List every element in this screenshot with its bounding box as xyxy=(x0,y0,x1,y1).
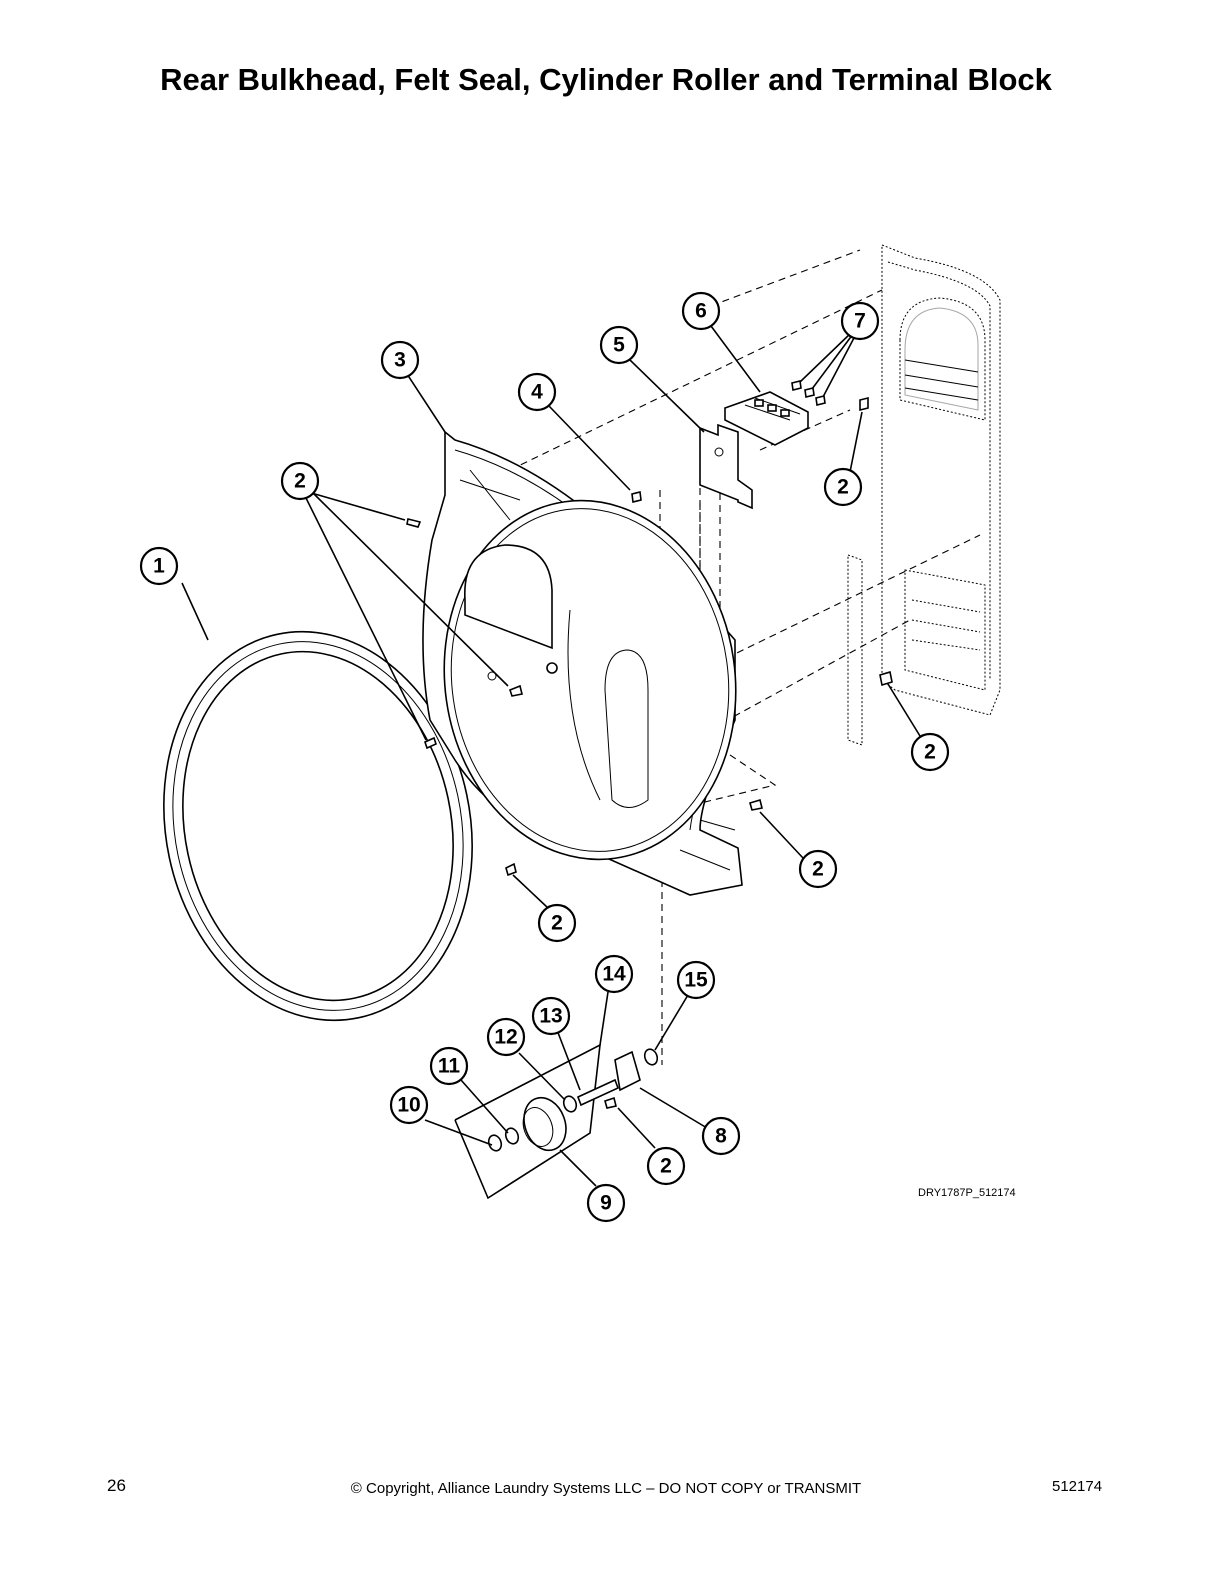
callout-1: 1 xyxy=(139,546,179,586)
callout-12: 12 xyxy=(486,1017,526,1057)
callout-14: 14 xyxy=(594,954,634,994)
rear-bulkhead xyxy=(422,430,743,896)
callout-2: 2 xyxy=(910,732,950,772)
svg-text:2: 2 xyxy=(551,912,563,935)
footer-page-number: 26 xyxy=(107,1476,126,1495)
svg-text:10: 10 xyxy=(397,1094,420,1117)
callout-4: 4 xyxy=(517,372,557,412)
callout-13: 13 xyxy=(531,996,571,1036)
svg-text:1: 1 xyxy=(153,555,165,578)
felt-seal xyxy=(163,630,473,1022)
footer-copyright: © Copyright, Alliance Laundry Systems LL… xyxy=(350,1480,862,1497)
footer-doc-number: 512174 xyxy=(1052,1478,1103,1495)
svg-text:5: 5 xyxy=(613,334,625,357)
callout-2: 2 xyxy=(280,461,320,501)
callout-8: 8 xyxy=(701,1116,741,1156)
svg-text:6: 6 xyxy=(695,300,707,323)
callout-2: 2 xyxy=(823,467,863,507)
callout-10: 10 xyxy=(389,1085,429,1125)
svg-text:15: 15 xyxy=(684,969,708,992)
terminal-block xyxy=(724,391,809,446)
svg-text:9: 9 xyxy=(600,1192,612,1215)
callout-5: 5 xyxy=(599,325,639,365)
svg-text:3: 3 xyxy=(394,349,406,372)
vent-grille xyxy=(904,307,979,411)
svg-text:2: 2 xyxy=(837,476,849,499)
cylinder-roller-assembly xyxy=(454,1043,659,1200)
page-title: Rear Bulkhead, Felt Seal, Cylinder Rolle… xyxy=(160,62,1052,97)
callout-11: 11 xyxy=(429,1046,469,1086)
svg-text:2: 2 xyxy=(294,470,306,493)
svg-text:8: 8 xyxy=(715,1125,727,1148)
svg-text:14: 14 xyxy=(602,963,626,986)
callout-2: 2 xyxy=(646,1146,686,1186)
callout-6: 6 xyxy=(681,291,721,331)
screws xyxy=(406,380,893,1109)
svg-text:2: 2 xyxy=(812,858,824,881)
callout-2: 2 xyxy=(798,849,838,889)
terminal-bracket xyxy=(699,423,753,510)
callout-2: 2 xyxy=(537,903,577,943)
svg-text:13: 13 xyxy=(539,1005,562,1028)
svg-text:4: 4 xyxy=(531,381,543,404)
cabinet-rear-panel xyxy=(847,244,1001,746)
drawing-code: DRY1787P_512174 xyxy=(918,1187,1016,1199)
svg-text:11: 11 xyxy=(438,1055,461,1078)
leader-lines xyxy=(181,325,921,1187)
callout-15: 15 xyxy=(676,960,716,1000)
callout-7: 7 xyxy=(840,301,880,341)
svg-text:2: 2 xyxy=(660,1155,672,1178)
svg-text:7: 7 xyxy=(854,310,866,333)
callout-3: 3 xyxy=(380,340,420,380)
svg-text:12: 12 xyxy=(494,1026,517,1049)
svg-text:2: 2 xyxy=(924,741,936,764)
callout-9: 9 xyxy=(586,1183,626,1223)
